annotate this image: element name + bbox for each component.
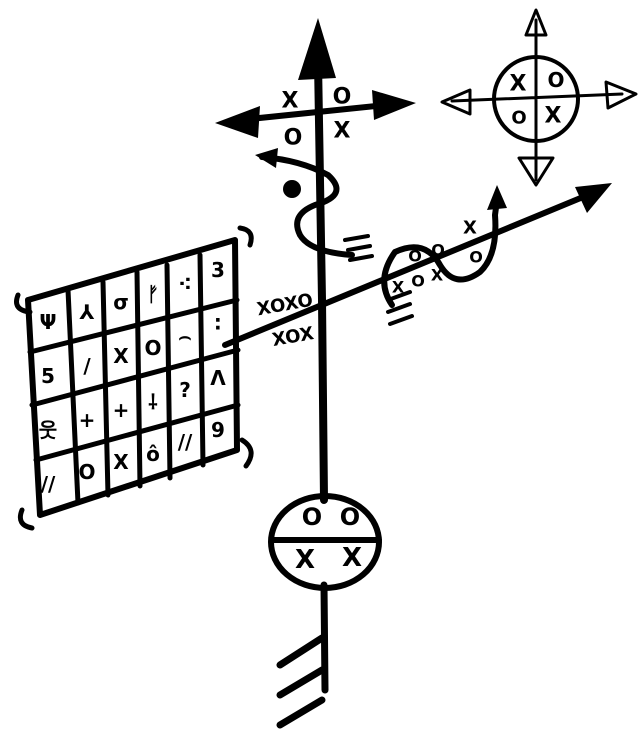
loop-mark-3: X <box>392 278 405 297</box>
right-arrowhead <box>372 90 416 120</box>
grid-cell-r1-c4: ᚠ <box>147 282 159 306</box>
serpent-head <box>255 148 278 168</box>
bottom-mark-3: X <box>295 545 315 575</box>
dot-mark <box>283 180 301 198</box>
grid-cell-r1-c6: 3 <box>211 258 225 282</box>
grid-cell-r3-c3: + <box>113 398 130 422</box>
grid-cell-r2-c3: X <box>113 344 129 368</box>
feather-stroke-2 <box>280 670 322 695</box>
feather-stroke-3 <box>280 700 322 725</box>
diagonal-arrowhead <box>575 183 612 213</box>
grid-cell-r3-c5: ? <box>179 378 191 402</box>
vertical-axis <box>280 18 336 725</box>
left-arrowhead <box>215 106 260 138</box>
grid-cell-r1-c1: Ψ <box>40 310 57 334</box>
loop-mark-2: O <box>431 241 445 260</box>
bottom-mark-4: X <box>342 543 362 573</box>
loop-mark-5: X <box>431 266 444 285</box>
compass: X O O X <box>442 10 636 185</box>
grid-cell-r3-c2: + <box>79 408 96 432</box>
loop-mark-6: X <box>463 218 477 239</box>
bottom-circle: O O X X <box>271 496 379 588</box>
diagonal-marks-row1: XOXO <box>255 290 314 320</box>
grid-cell-r3-c4: ⸸ <box>148 390 157 414</box>
loop-mark-1: O <box>408 247 422 266</box>
grid-cell-r3-c1: 웃 <box>39 418 57 442</box>
grid-cell-r4-c3: X <box>113 450 129 474</box>
loop-mark-7: O <box>469 248 483 267</box>
top-cross-mark-1: X <box>282 89 299 114</box>
serpent-right-head <box>487 185 507 210</box>
grid-cell-r2-c4: O <box>144 336 161 360</box>
grid-cell-r2-c6: ∶ <box>215 312 221 336</box>
grid-cell-r4-c1: // <box>41 472 56 496</box>
up-arrowhead <box>298 18 336 80</box>
bottom-mark-1: O <box>302 503 322 531</box>
feather-stroke-1 <box>280 638 322 665</box>
grid-cell-r2-c1: 5 <box>41 364 55 388</box>
compass-mark-2: O <box>547 68 564 92</box>
loop-mark-4: O <box>411 272 425 291</box>
serpent-left <box>255 148 372 260</box>
grid-cell-r4-c2: O <box>78 460 95 484</box>
compass-mark-1: X <box>510 72 527 97</box>
compass-mark-4: X <box>545 104 562 129</box>
grid-cell-r4-c6: 9 <box>211 418 225 442</box>
grid-cell-r1-c3: σ <box>113 290 129 314</box>
diagonal-marks-row2: XOX <box>271 323 316 351</box>
grid-cell-r4-c4: ô <box>146 442 160 466</box>
compass-mark-3: O <box>511 108 526 129</box>
diagonal-axis: XOXO XOX <box>225 183 612 351</box>
grid-cell-r1-c5: ⁖ <box>178 272 192 296</box>
grid-cell-r4-c5: // <box>178 430 193 454</box>
top-cross-mark-3: O <box>284 126 303 151</box>
grid-cell-r2-c2: / <box>83 354 91 378</box>
grid-cell-r3-c6: Λ <box>210 366 226 390</box>
grid-cell-r2-c5: ⌢ <box>178 324 191 348</box>
bottom-mark-2: O <box>340 503 360 531</box>
grid-cell-r1-c2: ⅄ <box>78 300 94 324</box>
top-cross-mark-2: O <box>333 85 352 110</box>
top-cross-mark-4: X <box>334 119 351 144</box>
